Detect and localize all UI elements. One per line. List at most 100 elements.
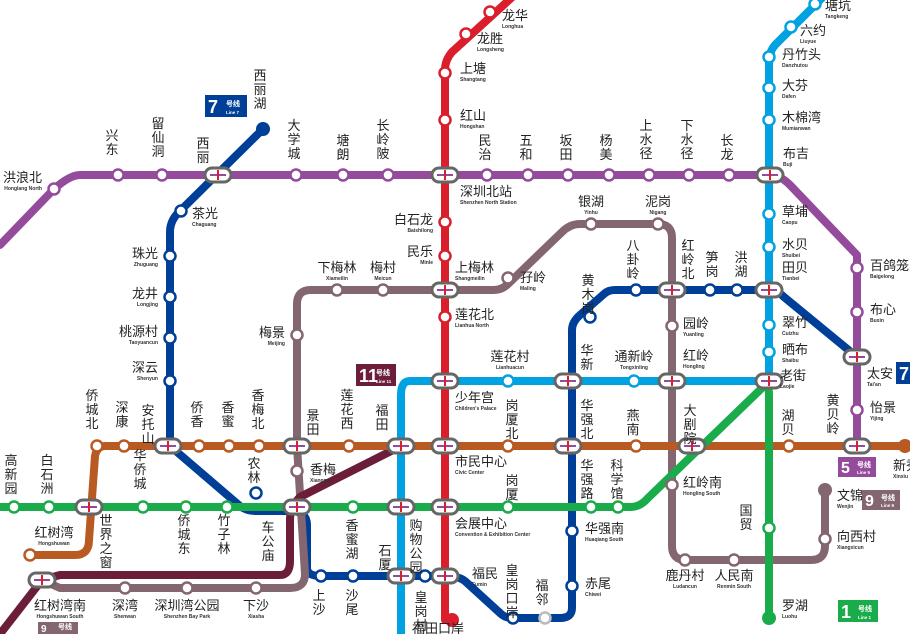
station-bantian[interactable]: 坂田 xyxy=(559,134,575,182)
station-huangmugang[interactable]: 黄木岗 xyxy=(581,274,597,324)
station-gangxia-north[interactable]: 岗厦北 xyxy=(501,399,519,453)
station-tanglang[interactable]: 塘朗 xyxy=(336,133,350,182)
station-antuo-hill[interactable]: 安托山 xyxy=(141,404,183,455)
station-nonglin[interactable]: 农林 xyxy=(247,457,263,500)
station-oct[interactable]: 华侨城 xyxy=(133,449,150,514)
station-grand-theater[interactable]: 大剧院 xyxy=(677,404,707,455)
station-xiangmei-north[interactable]: 香梅北 xyxy=(251,389,266,453)
station-honghu[interactable]: 洪湖 xyxy=(730,251,748,297)
station-bagualing[interactable]: 八卦岭 xyxy=(626,239,643,297)
station-huaqiang-road[interactable]: 华强路 xyxy=(580,459,598,514)
station-sungang[interactable]: 笋岗 xyxy=(703,250,719,297)
station-yannan[interactable]: 燕南 xyxy=(626,409,643,453)
station-qiaocheng-east[interactable]: 侨城东 xyxy=(177,500,193,558)
station-xiangmihu[interactable]: 香蜜湖 xyxy=(345,500,360,563)
station-futian-checkpoint[interactable]: 福田口岸Futian Checkpoint xyxy=(412,613,464,634)
station-gangxia[interactable]: 岗厦 xyxy=(501,474,519,514)
station-huanggangcun[interactable]: 皇岗村 xyxy=(414,569,432,634)
station-chegongmiao[interactable]: 车公庙 xyxy=(261,498,312,564)
station-huaxin[interactable]: 华新 xyxy=(553,344,594,390)
station-guomao[interactable]: 国贸 xyxy=(739,504,776,535)
station-science-museum[interactable]: 科学馆 xyxy=(610,459,625,514)
station-shawei[interactable]: 沙尾 xyxy=(345,569,360,619)
station-shopping-park[interactable]: 购物公园 xyxy=(386,498,423,576)
station-xiangmi[interactable]: 香蜜 xyxy=(221,401,236,453)
station-qiaoxiang[interactable]: 侨香 xyxy=(190,401,206,453)
station-changlong[interactable]: 长龙 xyxy=(720,134,736,182)
station-yangmei[interactable]: 杨美 xyxy=(599,134,616,182)
station-fulin[interactable]: 福邻 xyxy=(535,579,552,625)
station-window-of-the-world[interactable]: 世界之窗 xyxy=(74,498,113,571)
station-minzhi[interactable]: 民治 xyxy=(478,134,494,182)
station-huangbeiling[interactable]: 黄贝岭 xyxy=(826,394,872,455)
station-huaqiang-north[interactable]: 华强北 xyxy=(553,399,594,455)
station-qiaocheng-north[interactable]: 侨城北 xyxy=(85,389,104,453)
station-changlingpi[interactable]: 长岭陂 xyxy=(376,119,395,182)
station-shenkang[interactable]: 深康 xyxy=(115,401,131,453)
station-shangshuijing[interactable]: 上水径 xyxy=(639,119,656,182)
station-xinxiu[interactable]: 新秀Xinxiu xyxy=(893,439,910,480)
station-shangsha[interactable]: 上沙 xyxy=(312,569,328,619)
station-shixia[interactable]: 石厦 xyxy=(378,544,416,585)
station-liuxiandong[interactable]: 留仙洞 xyxy=(151,117,169,182)
station-huanggang-checkpoint[interactable]: 皇岗口岸 xyxy=(505,564,520,625)
station-hi-tech-park[interactable]: 高新园 xyxy=(4,453,21,514)
station-zhuzilin[interactable]: 竹子林 xyxy=(217,500,234,558)
station-hubei[interactable]: 湖贝 xyxy=(781,409,796,453)
station-xingdong[interactable]: 兴东 xyxy=(105,129,125,182)
station-hongling-north[interactable]: 红岭北 xyxy=(657,238,695,299)
